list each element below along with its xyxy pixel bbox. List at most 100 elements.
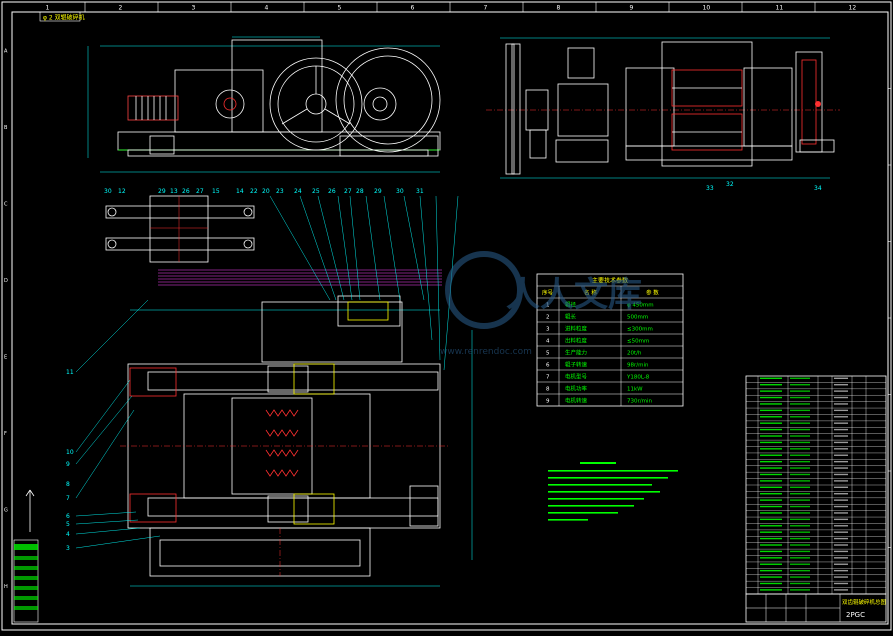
params-table-cell: 9 — [546, 399, 550, 405]
params-table-cell: ≤50mm — [627, 339, 649, 345]
leader-number: 12 — [118, 188, 126, 195]
params-table-cell: 辊长 — [565, 313, 577, 321]
leader-number: 30 — [104, 188, 112, 195]
leader-number: 32 — [726, 181, 734, 188]
drawing-number: 2PGC — [846, 611, 865, 619]
zone-letter-side: G — [4, 507, 8, 513]
zone-number-top: 5 — [338, 5, 342, 12]
zone-letter-side: F — [4, 431, 7, 437]
zone-letter-side: H — [4, 584, 8, 590]
leader-numbers-top-view: 33 32 34 — [706, 181, 822, 192]
zone-numbers-side: A B C D E F G H — [4, 48, 891, 590]
params-table-cell: 4 — [546, 339, 550, 345]
zone-number-top: 9 — [630, 5, 634, 12]
leader-number: 15 — [212, 188, 220, 195]
leader-number: 23 — [276, 188, 284, 195]
zone-letter-side: C — [4, 201, 8, 207]
params-table-cell: 730r/min — [627, 399, 652, 405]
top-left-tag-box — [39, 11, 81, 22]
params-table-cell: Y180L-8 — [626, 375, 650, 381]
params-table-header: 参 数 — [646, 289, 659, 297]
leader-number: 5 — [66, 521, 70, 528]
zone-letter-side: B — [4, 125, 8, 131]
leader-number: 33 — [706, 185, 714, 192]
params-table-cell: 6 — [546, 363, 550, 369]
zone-number-top: 2 — [119, 5, 123, 12]
zone-number-top: 8 — [557, 5, 561, 12]
params-table-cell: 7 — [546, 375, 550, 381]
leader-number: 27 — [344, 188, 352, 195]
leader-number: 22 — [250, 188, 258, 195]
zone-number-top: 1 — [46, 5, 50, 12]
params-table-cell: 出料粒度 — [565, 337, 588, 345]
params-table-cell: 98r/min — [627, 363, 649, 369]
params-table-cell: 11kW — [627, 387, 643, 393]
params-table-cell: 辊径 — [565, 301, 577, 309]
leader-number: 8 — [66, 481, 70, 488]
leader-number: 10 — [66, 449, 74, 456]
leader-number: 20 — [262, 188, 270, 195]
params-table-cell: 电机型号 — [565, 373, 588, 381]
leader-number: 6 — [66, 513, 70, 520]
params-table-title: 主要技术参数 — [592, 277, 628, 285]
plan-view — [120, 295, 473, 587]
inner-frame — [11, 11, 889, 625]
zone-number-top: 7 — [484, 5, 488, 12]
params-table-header: 名 称 — [584, 289, 597, 297]
params-table-cell: 生产能力 — [565, 349, 587, 357]
zone-number-top: 6 — [411, 5, 415, 12]
leader-number: 3 — [66, 545, 70, 552]
belt-lines — [158, 269, 442, 286]
leader-number: 30 — [396, 188, 404, 195]
leader-number: 26 — [328, 188, 336, 195]
title-block-title: 双齿辊破碎机总图 — [842, 598, 887, 606]
zone-letter-side: D — [4, 278, 8, 284]
zone-number-top: 3 — [192, 5, 196, 12]
leader-number: 11 — [66, 369, 74, 376]
watermark-text: 人人文库 — [506, 275, 642, 315]
leader-number: 25 — [312, 188, 320, 195]
title-block: 双齿辊破碎机总图 2PGC — [745, 593, 887, 623]
watermark-url: www.renrendoc.com — [440, 347, 532, 357]
leader-number: 14 — [236, 188, 244, 195]
leader-number: 29 — [158, 188, 166, 195]
params-table-cell: 1 — [546, 303, 550, 309]
params-table-cell: 5 — [546, 351, 550, 357]
leader-number: 27 — [196, 188, 204, 195]
leader-number: 24 — [294, 188, 302, 195]
top-left-tag-text: φ 2 双辊破碎机 — [43, 14, 85, 22]
leader-number: 4 — [66, 531, 70, 538]
zone-number-top: 4 — [265, 5, 269, 12]
front-elevation-view — [87, 36, 441, 173]
params-table-cell: 3 — [546, 327, 550, 333]
params-table-cell: 电机转速 — [565, 397, 588, 405]
detail-view-bars — [105, 195, 255, 263]
leader-number: 13 — [170, 188, 178, 195]
zone-letter-side: E — [4, 354, 7, 360]
watermark: 人人文库 www.renrendoc.com — [440, 251, 642, 357]
params-table-cell: φ 450mm — [627, 303, 654, 309]
leader-number: 26 — [182, 188, 190, 195]
params-table-cell: 电机功率 — [565, 385, 588, 393]
params-table-cell: 进料粒度 — [565, 325, 588, 333]
ucs-icon — [25, 489, 35, 532]
zone-number-top: 12 — [849, 5, 857, 12]
params-table-cell: 8 — [546, 387, 550, 393]
params-table-cell: 500mm — [627, 315, 648, 321]
revision-block — [13, 539, 39, 623]
technical-notes — [548, 462, 678, 521]
leader-number: 34 — [814, 185, 822, 192]
leader-number: 29 — [374, 188, 382, 195]
parts-list — [745, 375, 887, 595]
params-table-header: 序号 — [542, 289, 554, 297]
leader-number: 9 — [66, 461, 70, 468]
zone-letter-side: A — [4, 48, 8, 54]
zone-number-top: 11 — [776, 5, 784, 12]
leader-number: 28 — [356, 188, 364, 195]
params-table-cell: ≤300mm — [627, 327, 653, 333]
